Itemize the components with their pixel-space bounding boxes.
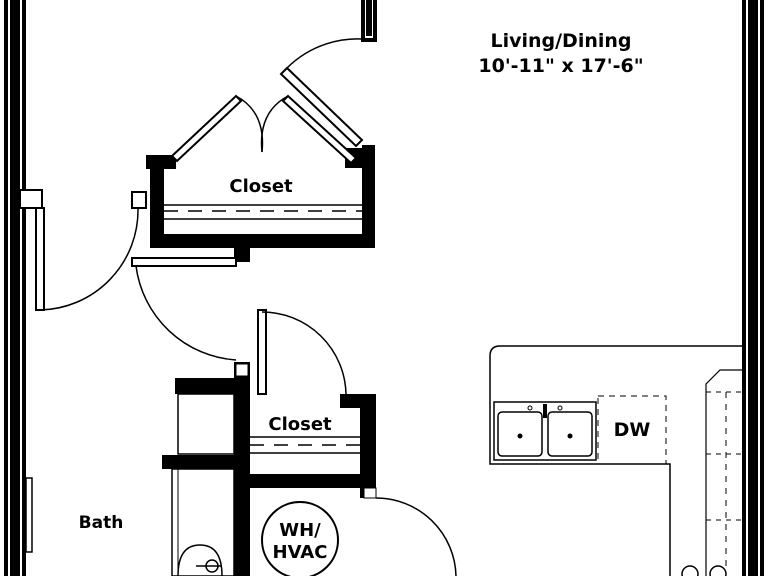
utility-label-line2: HVAC [273,542,328,563]
utility-door [261,497,457,576]
hall-door [131,257,237,361]
closet-lower-walls [162,362,376,576]
entry-door [279,38,373,148]
kitchen-counter [489,345,742,576]
utility-label-line1: WH/ [279,520,321,541]
dishwasher-label: DW [614,419,651,441]
closet-upper-walls [146,145,375,262]
closet-lower-label: Closet [268,414,332,435]
left-door [19,189,147,311]
dishwasher [597,395,667,465]
closet-upper-bifold-doors [170,94,358,165]
closet-upper-label: Closet [229,176,293,197]
living-dining-size: 10'-11" x 17'-6" [478,55,643,77]
bath-label: Bath [79,513,124,533]
kitchen-sink [493,401,597,461]
closet-lower-door [257,309,347,395]
living-dining-label: Living/Dining [490,30,631,52]
closet-lower-shelf [250,436,360,454]
bath-fixtures [25,393,235,576]
